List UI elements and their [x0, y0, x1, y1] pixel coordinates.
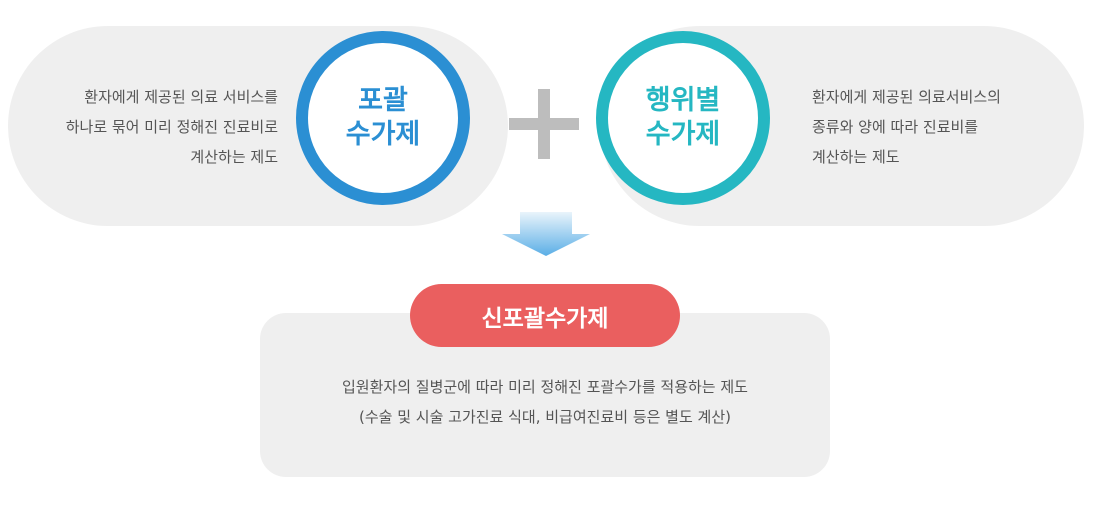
left-description: 환자에게 제공된 의료 서비스를 하나로 묶어 미리 정해진 진료비로 계산하는…: [10, 82, 278, 172]
result-description-line: 입원환자의 질병군에 따라 미리 정해진 포괄수가를 적용하는 제도: [342, 378, 748, 396]
left-description-line: 계산하는 제도: [190, 148, 278, 166]
left-title-line: 수가제: [345, 119, 421, 150]
right-title-line: 행위별: [645, 85, 721, 116]
right-title-line: 수가제: [645, 119, 721, 150]
result-description-line: (수술 및 시술 고가진료 식대, 비급여진료비 등은 별도 계산): [358, 408, 732, 426]
right-description-line: 환자에게 제공된 의료서비스의: [812, 88, 1001, 106]
arrow-down-icon: [502, 212, 590, 256]
left-description-line: 환자에게 제공된 의료 서비스를: [84, 88, 278, 106]
result-badge: 신포괄수가제: [410, 284, 680, 347]
right-description-line: 계산하는 제도: [812, 148, 900, 166]
right-circle: 행위별 수가제: [596, 31, 770, 205]
left-circle: 포괄 수가제: [296, 31, 470, 205]
right-description-line: 종류와 양에 따라 진료비를: [812, 118, 979, 136]
result-title: 신포괄수가제: [481, 305, 609, 332]
plus-icon-vertical: [538, 89, 550, 159]
left-description-line: 하나로 묶어 미리 정해진 진료비로: [65, 118, 278, 136]
right-description: 환자에게 제공된 의료서비스의 종류와 양에 따라 진료비를 계산하는 제도: [812, 82, 1062, 172]
left-title-line: 포괄: [358, 85, 408, 116]
result-description: 입원환자의 질병군에 따라 미리 정해진 포괄수가를 적용하는 제도 (수술 및…: [262, 372, 828, 432]
